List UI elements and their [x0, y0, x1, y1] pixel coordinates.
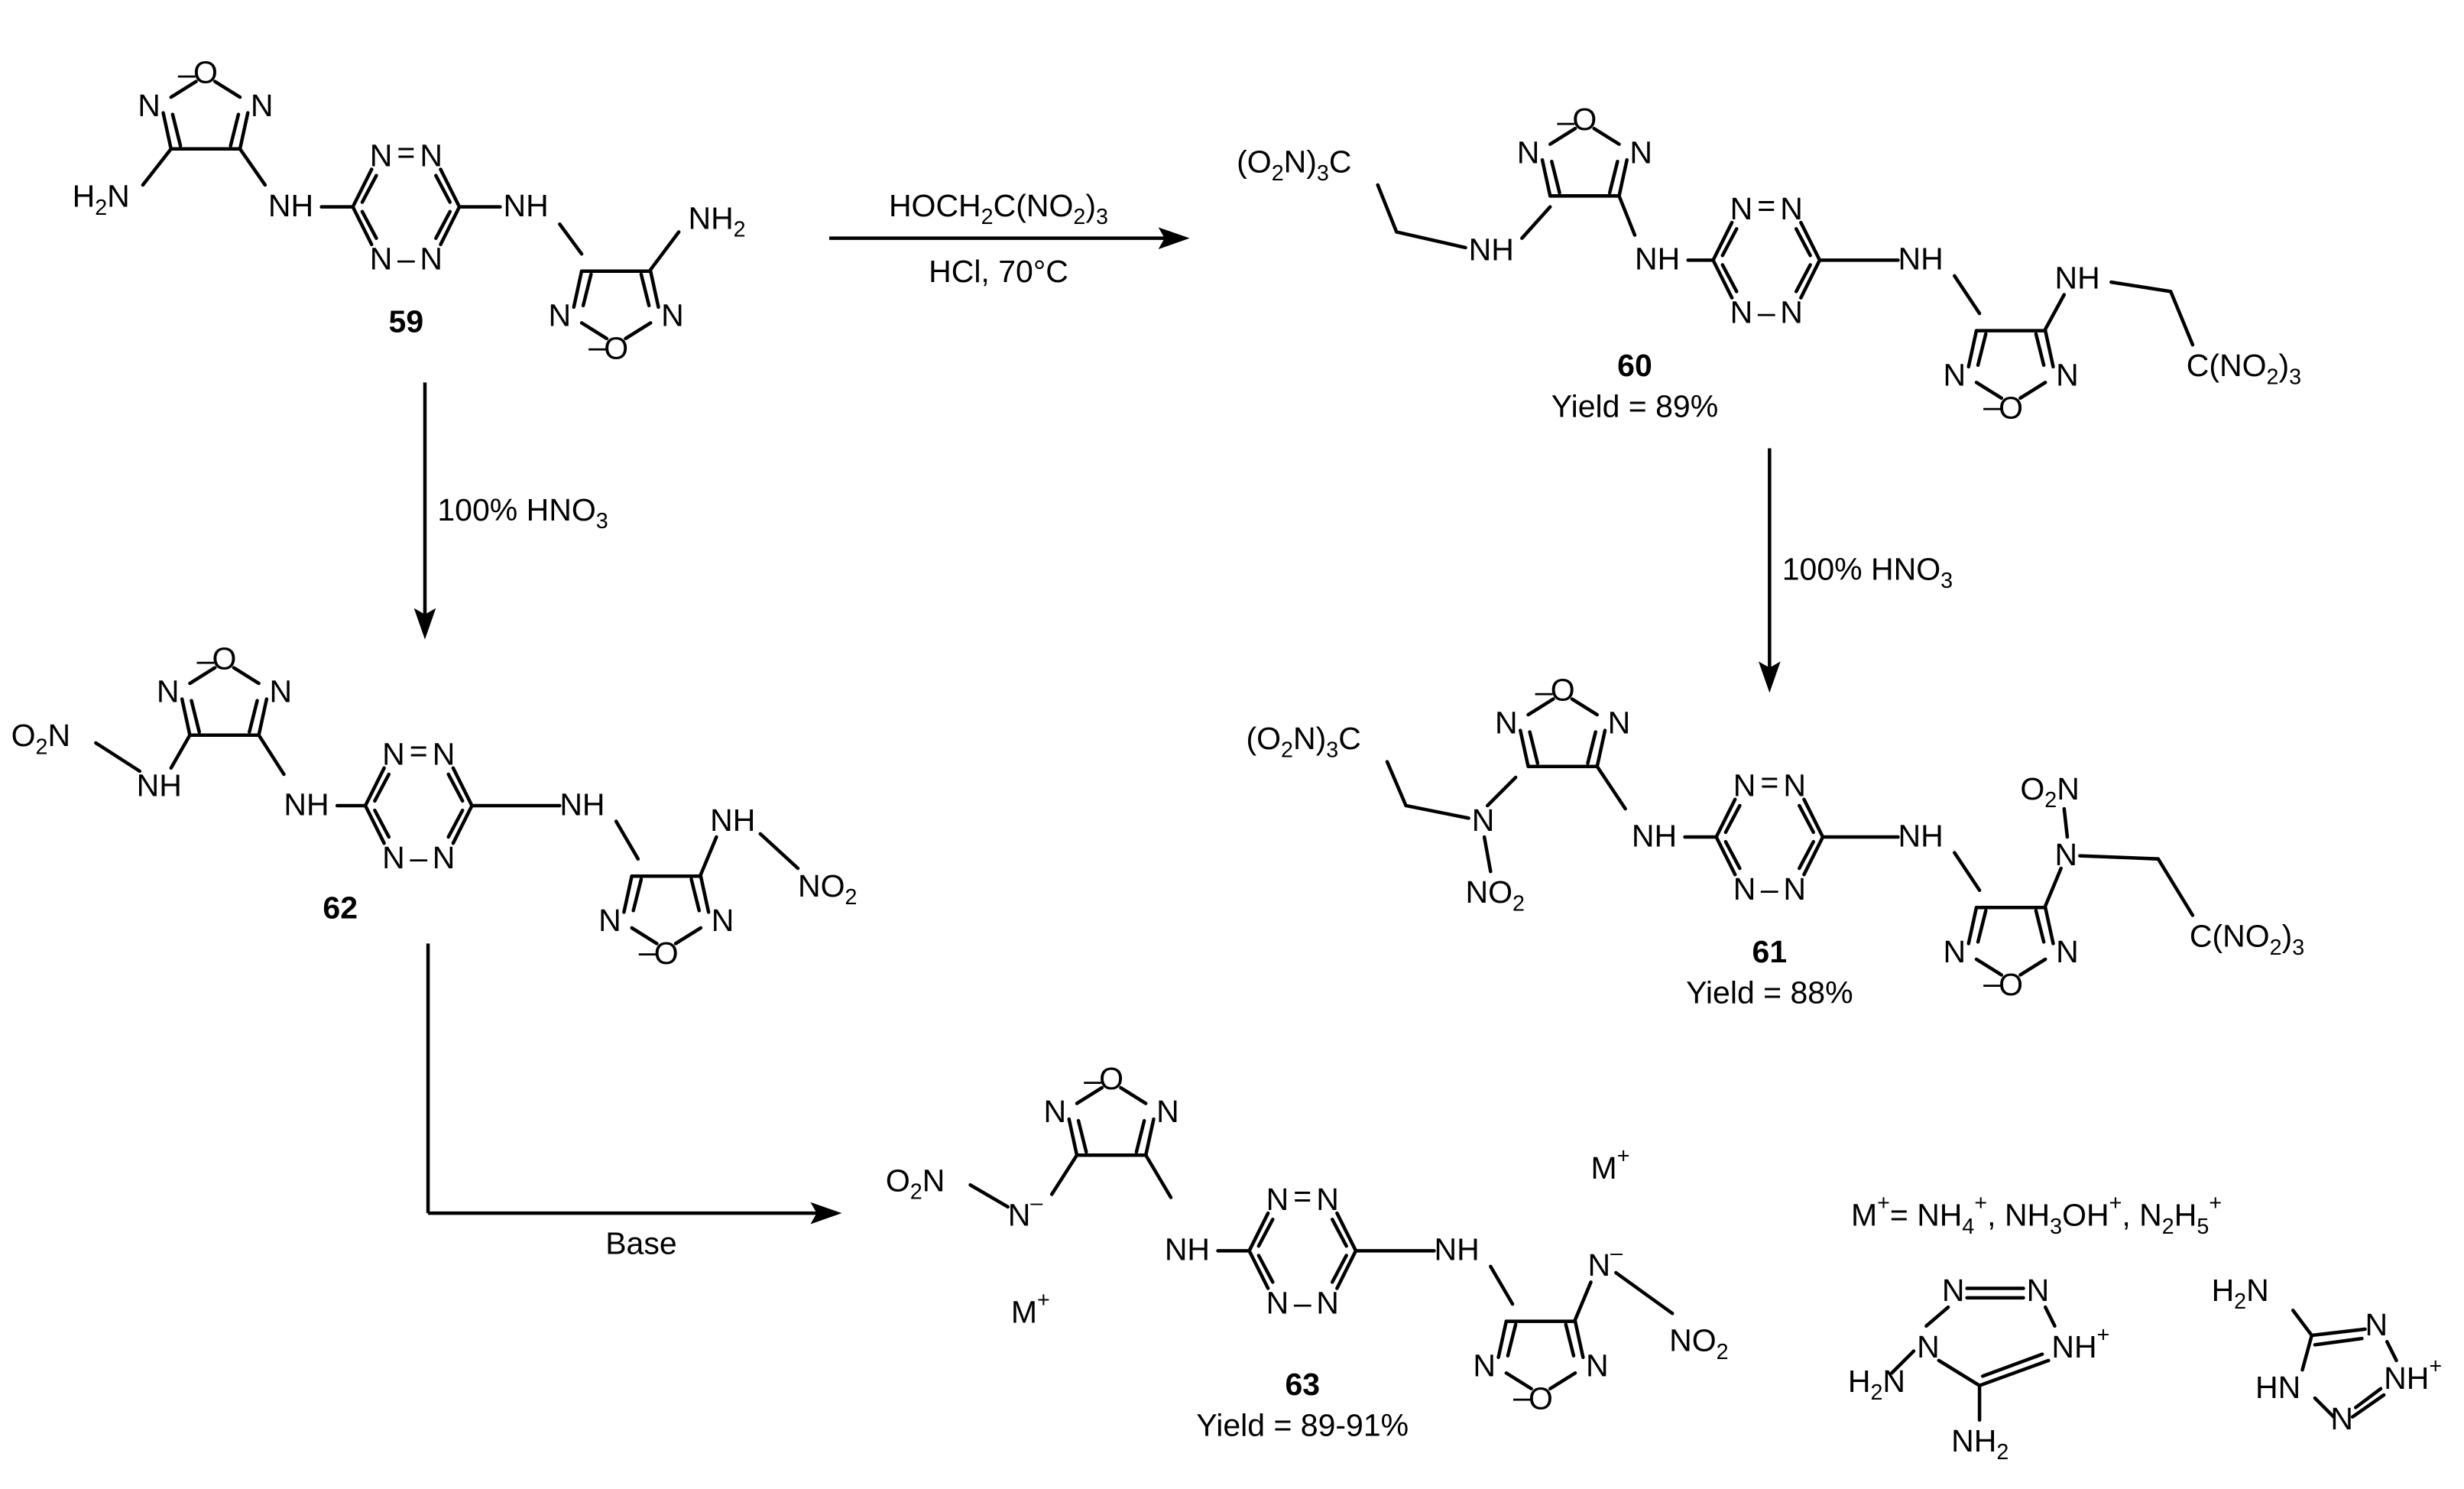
svg-text:H2N: H2N [73, 179, 130, 220]
yield-63: Yield = 89-91% [1196, 1407, 1409, 1442]
svg-text:NH: NH [504, 188, 549, 223]
svg-text:NH: NH [1165, 1232, 1210, 1267]
svg-text:C(NO2)3: C(NO2)3 [2190, 919, 2304, 960]
svg-text:M+: M+ [1591, 1144, 1630, 1186]
svg-text:NO2: NO2 [1466, 874, 1525, 916]
reagent-tnoe: HOCH2C(NO2)3 [889, 188, 1108, 229]
compound-61: (O2N)3C N NO2 NH NH N O2N C(NO2)3 61 Yie… [1246, 673, 2304, 1010]
svg-text:N: N [2027, 1273, 2050, 1308]
compound-number-61: 61 [1752, 934, 1788, 969]
diaminotetrazolium-cation: N N N NH+ H2N NH2 [1848, 1273, 2110, 1465]
svg-text:M+: M+ [1011, 1288, 1050, 1330]
svg-text:NH2: NH2 [1951, 1423, 2008, 1465]
svg-text:NH: NH [1898, 818, 1943, 853]
counterion-legend: M+= NH4+, NH3OH+, N2H5+ N N N NH+ H2N NH… [1848, 1191, 2442, 1465]
compound-59: H2N NH NH NH2 59 [73, 55, 746, 366]
svg-text:NH: NH [1632, 818, 1677, 853]
reagent-nitric-acid-2: 100% HNO3 [1782, 552, 1953, 593]
aminotetrazolium-cation: H2N N HN NH+ N [2212, 1273, 2443, 1436]
compound-number-63: 63 [1285, 1367, 1320, 1402]
svg-text:NH: NH [1469, 232, 1514, 267]
svg-text:NH: NH [137, 768, 182, 803]
svg-text:N: N [1917, 1329, 1940, 1364]
svg-text:NH+: NH+ [2051, 1322, 2109, 1364]
svg-text:NH: NH [2055, 260, 2100, 295]
svg-text:N: N [2055, 837, 2078, 872]
compound-60: (O2N)3C NH NH NH NH C(NO2)3 60 Yield = 8… [1237, 102, 2301, 425]
svg-text:NH: NH [1898, 242, 1943, 277]
counterion-list: M+= NH4+, NH3OH+, N2H5+ [1851, 1191, 2222, 1239]
svg-text:(O2N)3C: (O2N)3C [1237, 144, 1351, 186]
compound-number-59: 59 [389, 304, 424, 339]
reagent-base: Base [605, 1225, 676, 1260]
arrow-62-to-63: Base [426, 943, 842, 1260]
svg-text:H2N: H2N [1848, 1364, 1905, 1405]
svg-text:NH: NH [268, 188, 313, 223]
svg-text:NH: NH [284, 787, 329, 822]
svg-text:NH: NH [559, 787, 605, 822]
yield-61: Yield = 88% [1686, 975, 1853, 1010]
compound-62: NH O2N NH NH NH NO2 62 [11, 641, 857, 971]
svg-text:NH: NH [1635, 242, 1680, 277]
svg-text:N: N [1942, 1273, 1965, 1308]
svg-text:N: N [1472, 803, 1495, 838]
yield-60: Yield = 89% [1551, 388, 1718, 423]
svg-text:(O2N)3C: (O2N)3C [1246, 721, 1360, 762]
svg-text:C(NO2)3: C(NO2)3 [2187, 348, 2301, 389]
arrow-59-to-60: HOCH2C(NO2)3 HCl, 70°C [829, 188, 1190, 289]
svg-text:NO2: NO2 [1669, 1323, 1728, 1364]
svg-text:O2N: O2N [2020, 771, 2079, 813]
condition-hcl-temp: HCl, 70°C [929, 254, 1068, 289]
compound-number-60: 60 [1617, 348, 1652, 383]
svg-text:O2N: O2N [886, 1163, 945, 1204]
compound-63: N– O2N M+ NH NH N– NO2 M+ 63 Yield = 89-… [886, 1061, 1729, 1442]
svg-text:N–: N– [1008, 1191, 1043, 1233]
svg-text:NH2: NH2 [688, 200, 745, 242]
svg-text:O2N: O2N [11, 718, 70, 759]
arrow-60-to-61: 100% HNO3 [1758, 448, 1953, 693]
svg-text:NH: NH [710, 803, 755, 838]
svg-text:N–: N– [1587, 1241, 1623, 1283]
svg-text:NH+: NH+ [2384, 1354, 2442, 1396]
svg-text:HN: HN [2255, 1370, 2300, 1405]
svg-text:NH: NH [1435, 1232, 1480, 1267]
svg-text:H2N: H2N [2212, 1273, 2269, 1314]
svg-text:NO2: NO2 [798, 868, 857, 910]
compound-number-62: 62 [323, 890, 358, 926]
arrow-59-to-62: 100% HNO3 [413, 382, 608, 640]
reagent-nitric-acid-1: 100% HNO3 [437, 492, 608, 534]
svg-text:N: N [2365, 1307, 2388, 1342]
svg-text:N: N [2330, 1401, 2353, 1436]
